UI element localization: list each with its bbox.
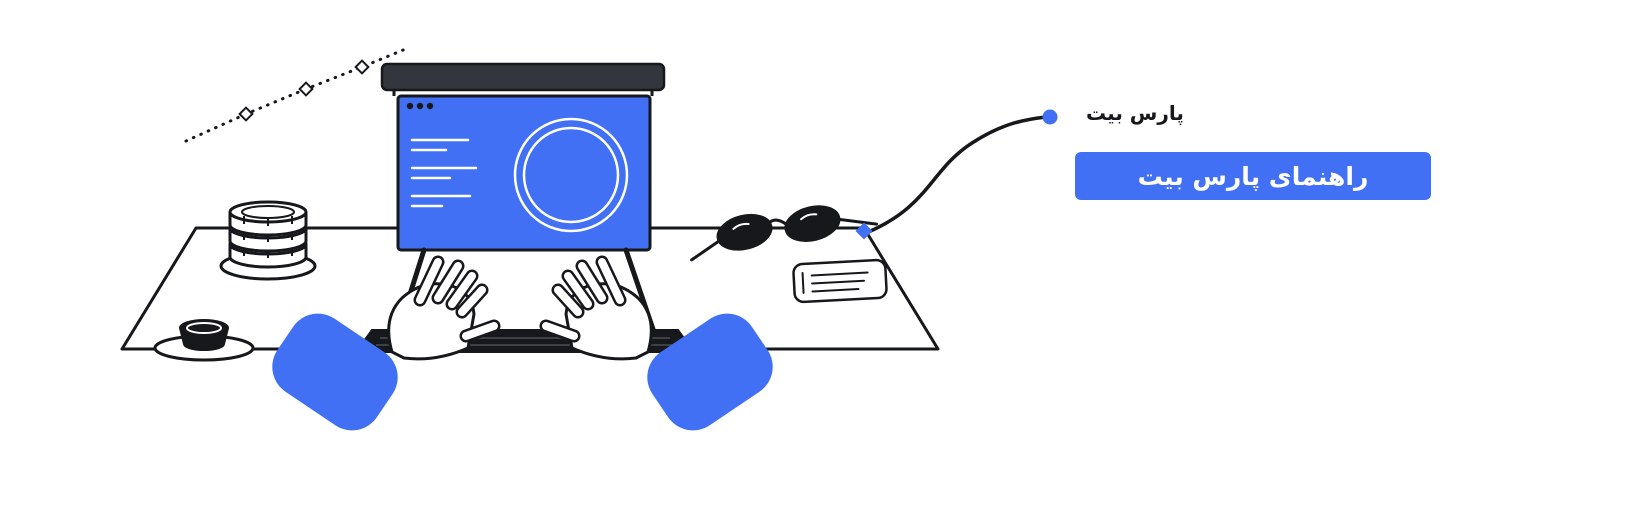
screen-circle-graphic <box>513 117 629 233</box>
left-sleeve <box>272 313 398 431</box>
left-hand <box>387 255 501 361</box>
guide-banner-label: راهنمای پارس بیت <box>1137 161 1369 191</box>
connector-end-dot <box>1042 109 1058 125</box>
connector-curve <box>855 109 1058 240</box>
laptop-lid-bar <box>380 62 666 92</box>
connector-start-node <box>855 222 873 240</box>
right-hand <box>539 255 653 361</box>
screen-text-lines <box>410 138 478 208</box>
right-sleeve <box>647 313 773 431</box>
coffee-cup-icon <box>153 319 255 362</box>
notepad-icon <box>792 258 888 304</box>
guide-banner[interactable]: راهنمای پارس بیت <box>1075 152 1431 200</box>
sunglasses-icon <box>690 205 878 262</box>
brand-wordmark: پارس بیت <box>1086 101 1184 125</box>
growth-trend-line-icon <box>184 46 410 143</box>
window-controls-icon <box>406 102 434 110</box>
coin-stack-icon <box>219 200 317 281</box>
